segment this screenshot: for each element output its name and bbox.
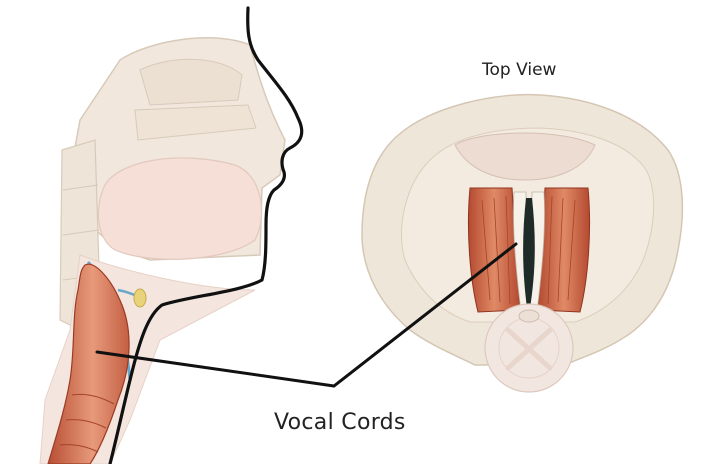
hyoid-bone [134, 289, 146, 307]
vocal-cords-label: Vocal Cords [274, 410, 406, 435]
top-view-larynx [362, 95, 682, 392]
laryngeal-muscle-right [538, 188, 590, 312]
nasal-chamber [140, 59, 242, 105]
side-view-head [40, 8, 302, 464]
tongue [98, 158, 261, 259]
top-view-label: Top View [482, 60, 556, 80]
arytenoid-cartilage [519, 310, 539, 322]
